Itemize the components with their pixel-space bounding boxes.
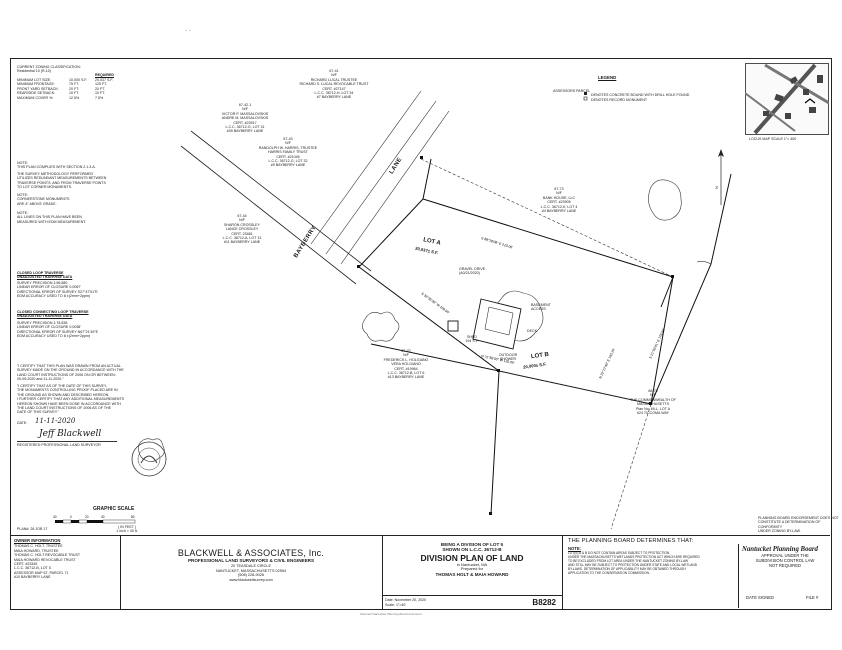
legend-line-1: ASSESSORS PARCEL xyxy=(553,89,591,93)
firm-cell: BLACKWELL & ASSOCIATES, Inc. PROFESSIONA… xyxy=(120,536,383,609)
deck-label: DECK xyxy=(527,329,537,333)
gravel-drive-label: GRAVEL DRIVE (A0/21/2020) xyxy=(459,267,486,276)
date-value: 11-11-2020 xyxy=(35,417,76,425)
plan-drawing: S 88°28'08" E 210.00' N 72°55'00" W 125.… xyxy=(138,90,732,529)
title-prepared-for: Prepared for xyxy=(460,566,484,572)
title-scale: Scale: 1"=40' xyxy=(385,603,407,607)
zoning-required-values: 10,000 S.F. 75 FT. 20 FT. 10 FT. 12.5% xyxy=(69,78,88,100)
planning-board-cell: THE PLANNING BOARD DETERMINES THAT: NOTE… xyxy=(562,516,839,609)
firm-address: 20 TEASDALE CIRCLE NANTUCKET, MASSACHUSE… xyxy=(215,564,287,582)
note-compliance: NOTE: THIS PLAN COMPLIES WITH SECTION 2.… xyxy=(17,161,96,170)
legend-line-3: DENOTES RECORD MONUMENT xyxy=(591,98,648,102)
svg-text:N 22°17'40" E 163.24': N 22°17'40" E 163.24' xyxy=(598,347,616,379)
parcel-67-42-1: 67-42.1 N/F VICTOR P. MASSALOVSKIS ANDRE… xyxy=(221,103,269,134)
owner-heading: OWNER INFORMATION xyxy=(14,538,61,543)
zoning-heading: CURRENT ZONING CLASSIFICATION: Residenti… xyxy=(17,65,81,74)
parcel-66-75: 66-75 N/F THE COMMONWEALTH OF MASSACHUSE… xyxy=(630,389,676,416)
title-date: Date: November 20, 2020 xyxy=(385,598,427,602)
zoning-required-heading: REQUIRED xyxy=(95,73,114,77)
owner-info-cell: OWNER INFORMATION THOMAS C. HOLT, TRUSTE… xyxy=(10,536,121,609)
title-location: in Nantucket, MA xyxy=(456,561,488,567)
owner-body: THOMAS C. HOLT, TRUSTEE MAIA HOWARD, TRU… xyxy=(14,544,81,580)
locus-map xyxy=(745,63,829,135)
graphic-scale-unit: ( IN FEET ) 1 inch = 40 ft. xyxy=(116,525,138,534)
basement-label: BASEMENT ACCESS xyxy=(531,303,551,312)
locus-caption: LOCUS MAP SCALE 1"= 400 xyxy=(749,137,797,141)
scale-number: 0 xyxy=(70,515,72,519)
plan-sheet: CURRENT ZONING CLASSIFICATION: Residenti… xyxy=(10,58,832,610)
scale-number: 40 xyxy=(53,515,57,519)
connect-traverse-body: SURVEY PRECISION 1:78,838 LINEAR ERROR O… xyxy=(17,321,99,339)
surveyor-seal-icon xyxy=(131,441,167,477)
svg-text:N: N xyxy=(715,186,719,189)
title-footer-row: Date: November 20, 2020 Scale: 1"=40' B8… xyxy=(382,595,562,609)
planning-heading: THE PLANNING BOARD DETERMINES THAT: xyxy=(568,538,694,544)
plan-number: B8282 xyxy=(532,598,556,607)
zoning-labels: MINIMUM LOT SIZE: MINIMUM FRONTAGE: FRON… xyxy=(17,78,59,100)
svg-text:S 21°03'41" E 178.00': S 21°03'41" E 178.00' xyxy=(648,328,666,360)
planning-stamp-box: Nantucket Planning Board APPROVAL UNDER … xyxy=(738,544,831,608)
closed-traverse-heading: CLOSED LOOP TRAVERSE UNADJUSTED TRAVERSE… xyxy=(17,271,73,280)
parcel-67-44: 67-44 N/F SHARON CROSSLEY LANCE CROSSLEY… xyxy=(222,214,262,245)
title-block: OWNER INFORMATION THOMAS C. HOLT, TRUSTE… xyxy=(10,516,839,609)
firm-subtitle: PROFESSIONAL LAND SURVEYORS & CIVIL ENGI… xyxy=(187,558,315,563)
parcel-67-73: 67-73 N/F BANK HOUSE, LLC CERT. #23905 L… xyxy=(540,187,578,214)
scale-number: 80 xyxy=(131,515,135,519)
note-edm: NOTE: ALL LINES ON THIS PLAN HAVE BEEN M… xyxy=(17,211,87,224)
legend-heading: LEGEND xyxy=(598,75,617,80)
top-mark: - - xyxy=(185,28,191,34)
certification-2: "I CERTIFY THAT AS OF THE DATE OF THIS S… xyxy=(17,384,125,415)
plan-title-cell: BEING A DIVISION OF LOT 5 SHOWN ON L.C.C… xyxy=(382,536,563,609)
planning-endorsement: PLANNING BOARD ENDORSEMENT DOES NOT CONS… xyxy=(758,516,839,534)
scale-number: 40 xyxy=(101,515,105,519)
certification-1: "I CERTIFY THAT THIS PLAN WAS DRAWN FROM… xyxy=(17,364,124,382)
svg-text:N 72°55'00" W 125.00': N 72°55'00" W 125.00' xyxy=(481,354,515,365)
zoning-lot-values: 20,037 S.F. 125 FT. 20 FT. 10 FT. 7.5% xyxy=(95,78,114,100)
outdoor-shower-label: OUTDOOR SHOWER xyxy=(498,353,518,362)
closed-traverse-body: SURVEY PRECISION 1:56,880 LINEAR ERROR O… xyxy=(17,281,98,299)
stamp-body: APPROVAL UNDER THE SUBDIVISION CONTROL L… xyxy=(755,553,815,568)
file-number-label: FILE # xyxy=(806,595,819,600)
plan-reference: PLAN#: 26 JOB 17 xyxy=(17,527,48,531)
title-line-2: SHOWN ON L.C.C. 36712-B xyxy=(442,547,502,553)
bottom-mark: Scanned Nantucket Planning Board documen… xyxy=(360,612,422,616)
shed-label: SHED 194 S.F. xyxy=(465,335,479,344)
north-arrow-icon: N xyxy=(715,149,724,205)
note-methodology: THE SURVEY METHODOLOGY PERFORMED UTILIZE… xyxy=(17,172,107,190)
date-label: DATE: xyxy=(17,421,28,425)
scale-number: 20 xyxy=(85,515,89,519)
planning-note-label: NOTE: xyxy=(568,546,582,551)
title-line-1: BEING A DIVISION OF LOT 5 xyxy=(440,542,504,547)
legend-symbols xyxy=(583,92,588,101)
firm-name: BLACKWELL & ASSOCIATES, Inc. xyxy=(177,548,325,558)
svg-text:S 88°28'08" E 210.00': S 88°28'08" E 210.00' xyxy=(481,236,514,250)
planning-note: LOT(S) A & B DO NOT CONTAIN AREAS SUBJEC… xyxy=(568,551,700,575)
svg-text:S 32°35'36" W 100.00': S 32°35'36" W 100.00' xyxy=(420,292,450,315)
parcel-67-70: 67-70 N/F FREDERICK L. HOLGIANO VERA HOL… xyxy=(383,349,429,380)
parcel-67-43: 67-43 N/F RANDOLPH W. HARRIS, TRUSTEE HA… xyxy=(258,137,318,168)
note-monuments: NOTE: CORNERSTONE MONUMENTS ARE 4" ABOVE… xyxy=(17,193,70,206)
date-signed-label: DATE SIGNED xyxy=(746,595,775,600)
stamp-title: Nantucket Planning Board xyxy=(742,546,818,553)
graphic-scale-heading: GRAPHIC SCALE xyxy=(93,506,135,512)
graphic-scale-bar: 40 0 20 40 80 xyxy=(53,515,136,524)
surveyor-signature: Jeff Blackwell xyxy=(39,429,102,439)
parcel-67-41: 67-41 N/F RICHARD LUCAL TRUSTEE RICHARD … xyxy=(299,69,369,100)
title-main: DIVISION PLAN OF LAND xyxy=(420,552,524,563)
surveyor-title: REGISTERED PROFESSIONAL LAND SURVEYOR xyxy=(17,441,117,447)
legend-line-2: DENOTES CONCRETE BOUND WITH DRILL HOLE F… xyxy=(591,93,690,97)
connect-traverse-heading: CLOSED CONNECTING LOOP TRAVERSE UNADJUST… xyxy=(17,310,89,319)
title-owners: THOMAS HOLT & MAIA HOWARD xyxy=(435,571,509,577)
